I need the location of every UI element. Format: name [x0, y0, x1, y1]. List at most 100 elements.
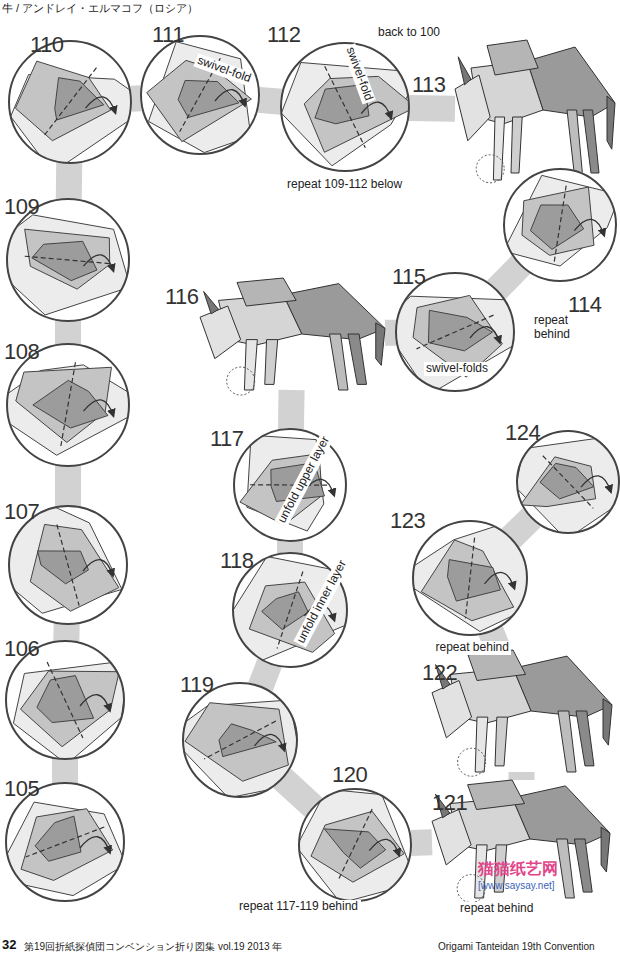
instruction-text: repeat behind	[434, 641, 511, 655]
fold-line	[57, 525, 79, 606]
paper-layer	[21, 809, 113, 881]
paper-layer	[185, 703, 288, 781]
step-band-segment	[55, 466, 81, 506]
fold-drawing	[0, 500, 128, 625]
fold-arrow	[86, 97, 116, 113]
fold-drawing	[168, 682, 305, 798]
step-circle: 108	[6, 343, 130, 467]
fold-arrow	[369, 839, 399, 855]
step-circle: 119	[182, 682, 298, 798]
step-number: 123	[390, 508, 425, 533]
step-figure: 122	[432, 650, 612, 772]
paper-layer	[13, 660, 129, 764]
page-label: 猫猫纸艺网	[478, 860, 558, 878]
paper-layer	[281, 63, 421, 166]
fold-arrow	[84, 255, 114, 271]
paper-layer	[168, 700, 305, 798]
paper-layer	[324, 829, 385, 868]
bull-part	[348, 334, 367, 384]
fold-drawing	[296, 788, 416, 903]
detail-circle	[227, 367, 255, 395]
fold-arrow	[361, 102, 391, 118]
bull-figure	[455, 40, 615, 183]
step-circle: 109	[6, 198, 130, 322]
step-number: 112	[267, 22, 301, 47]
paper-layer	[311, 811, 404, 882]
detail-circle	[476, 155, 504, 183]
fold-arrow	[485, 572, 515, 588]
step-band-segment	[508, 772, 534, 780]
step-band-segment	[411, 829, 432, 856]
fold-arrow	[84, 400, 114, 416]
step-number: 109	[4, 194, 39, 219]
bull-part	[432, 681, 472, 738]
paper-layer	[421, 540, 513, 621]
bull-part	[468, 780, 525, 810]
instruction-text: repeat 117-119 behind	[237, 900, 361, 914]
page-header: 牛 / アンドレイ・エルマコフ（ロシア）	[2, 2, 198, 15]
step-band-segment	[259, 100, 281, 102]
circle-ground	[233, 428, 347, 542]
paper-layer	[32, 241, 97, 280]
step-circle: 114	[503, 168, 617, 282]
paper-layer	[296, 789, 416, 903]
step-figure: 116	[200, 278, 385, 390]
step-circle: 118unfold inner layer	[232, 552, 348, 668]
fold-arrow	[83, 560, 113, 576]
fold-drawing	[503, 168, 620, 282]
paper-layer	[0, 802, 126, 895]
fold-arrow	[255, 734, 285, 750]
step-number: 105	[4, 776, 39, 801]
page-label: 第19回折紙探偵団コンベンション折り図集 vol.19 2013 年	[24, 941, 282, 953]
bull-part	[455, 75, 490, 141]
bull-part	[204, 291, 219, 313]
fold-drawing	[8, 40, 151, 172]
fold-line	[250, 484, 330, 486]
instruction-text: unfold upper layer	[274, 432, 333, 527]
paper-layer	[30, 524, 119, 611]
step-circle: 120repeat 117-119 behind	[298, 788, 412, 902]
fold-line	[44, 68, 97, 137]
page-label: 32	[2, 938, 16, 953]
bull-part	[265, 340, 278, 385]
step-circle: 110	[8, 40, 132, 164]
step-band-segment	[56, 163, 82, 199]
step-number: 120	[332, 762, 367, 787]
paper-layer	[447, 560, 500, 601]
detail-circle	[458, 748, 486, 776]
fold-drawing	[380, 272, 535, 394]
fold-line	[25, 256, 111, 263]
fold-line	[465, 538, 474, 619]
bull-part	[200, 306, 241, 359]
fold-drawing	[280, 42, 421, 172]
page-label: [www.saysay.net]	[478, 880, 555, 892]
step-circle: 123repeat behind	[412, 520, 528, 636]
step-circle: 111swivel-fold	[140, 35, 260, 155]
instruction-text: back to 100	[376, 26, 442, 40]
fold-drawing	[233, 428, 347, 542]
step-number: 107	[4, 499, 39, 524]
bull-part	[487, 40, 538, 75]
fold-line	[554, 186, 566, 265]
instruction-text: repeat behind	[532, 314, 596, 342]
step-band-segment	[260, 663, 269, 687]
instruction-text: swivel-folds	[424, 362, 490, 376]
step-band-segment	[409, 95, 455, 122]
instruction-text: repeat 109-112 below	[285, 178, 404, 192]
bull-part	[244, 340, 257, 390]
step-number: 106	[4, 636, 39, 661]
fold-line	[338, 809, 372, 881]
circle-ground	[140, 35, 260, 155]
fold-drawing	[397, 520, 544, 636]
step-number: 108	[4, 339, 39, 364]
step-number: 117	[210, 426, 244, 451]
paper-layer	[380, 296, 535, 394]
step-band-segment	[53, 624, 79, 641]
fold-arrow	[574, 219, 604, 235]
bull-figure	[432, 780, 610, 903]
bull-figure	[432, 650, 612, 776]
paper-layer	[15, 61, 110, 141]
bull-part	[458, 57, 471, 85]
